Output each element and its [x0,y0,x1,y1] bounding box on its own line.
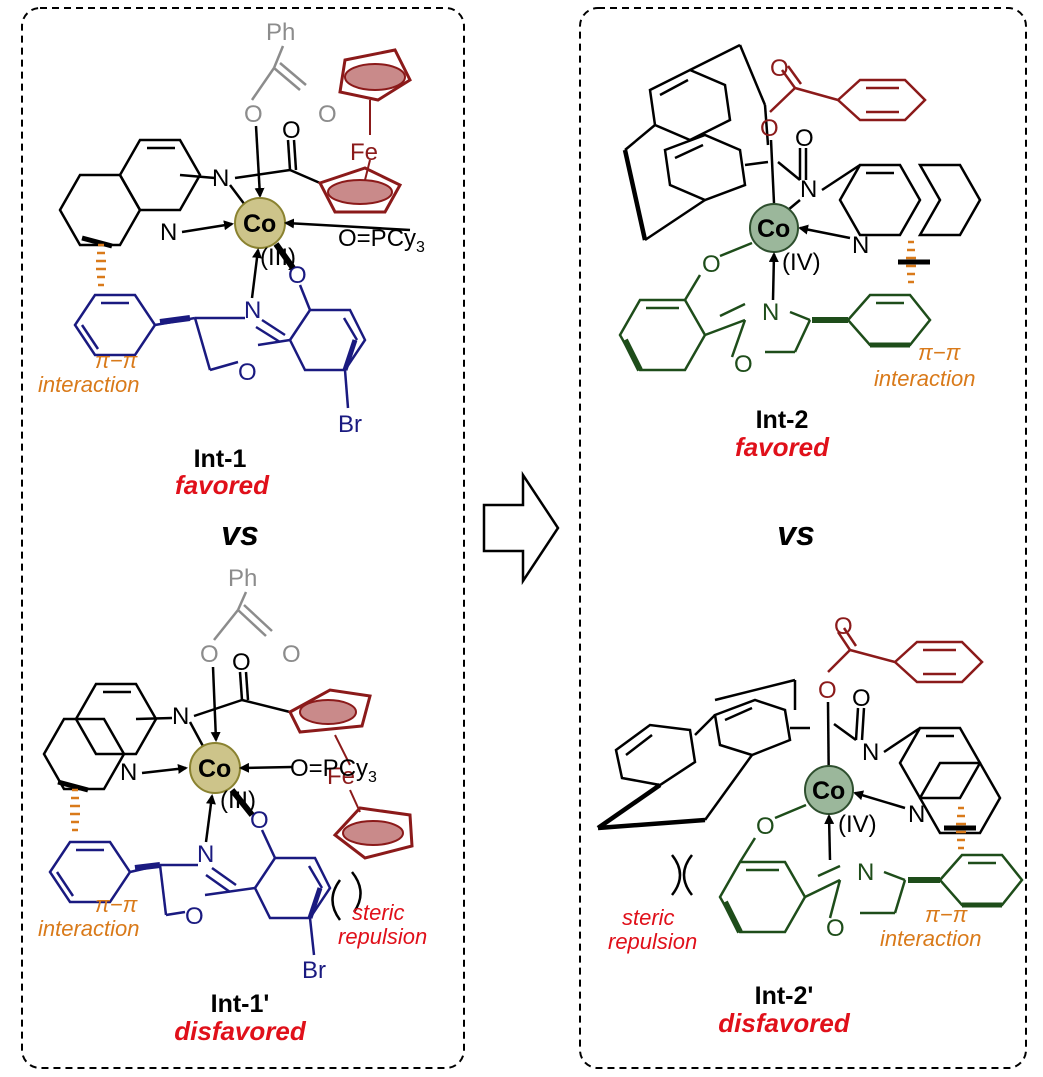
opcy3-ligand: O=PCy3 [338,225,425,256]
benzoate-o: O [818,677,837,704]
benzoate-ph: Ph [266,19,295,46]
phenoxide-o: O [250,807,269,834]
phenoxide-o: O [702,251,721,278]
int-1-prime-name: Int-1' [211,990,270,1018]
int-1-structure: Ph O O N N O Fe [38,19,425,438]
quinoline-n: N [852,232,869,259]
cobalt-center: Co [757,215,790,243]
quinoline-n: N [120,759,137,786]
amide-o: O [282,117,301,144]
int-2-structure: O O O N N Co (IV) [618,43,982,391]
oxazoline-o: O [734,351,753,378]
oxazoline-o: O [826,915,845,942]
cobalt-center: Co [812,777,845,805]
cobalt-center: Co [243,210,276,238]
hollow-right-arrow-icon [482,470,560,586]
steric-label: steric [622,905,675,930]
right-vs-label: vs [777,515,815,553]
int-2-name: Int-2 [756,406,809,434]
int-1-prime-structure: Ph O O N N O Fe Co [38,565,427,984]
int-2-prime-structure: O O O N N Co (IV) [596,613,1024,954]
bromo-substituent: Br [338,411,362,438]
repulsion-label: repulsion [338,924,427,949]
int-1-prime-status: disfavored [174,1016,307,1046]
int-1-name: Int-1 [194,445,247,473]
right-panel-frame [579,7,1027,1069]
quinoline-n: N [160,219,177,246]
phenoxide-o: O [756,813,775,840]
opcy3-ligand: O=PCy3 [290,755,377,786]
interaction-label: interaction [874,366,976,391]
int-2-prime-name: Int-2' [755,982,814,1010]
oxazoline-o: O [238,359,257,386]
benzoate-o: O [318,101,337,128]
cobalt-center: Co [198,755,231,783]
pi-pi-label: π−π [95,348,139,373]
benzoate-ph: Ph [228,565,257,592]
amide-n: N [862,739,879,766]
amide-o: O [795,125,814,152]
steric-label: steric [352,900,405,925]
pi-pi-label: π−π [918,340,962,365]
iron-fe: Fe [327,763,355,790]
oxazoline-o: O [185,903,204,930]
pi-pi-label: π−π [925,902,969,927]
amide-o: O [232,649,251,676]
benzoate-o: O [244,101,263,128]
quinoline-n: N [908,801,925,828]
int-1-status: favored [175,470,270,500]
amide-n: N [212,165,229,192]
amide-o: O [852,685,871,712]
oxazoline-n: N [244,297,261,324]
interaction-label: interaction [880,926,982,951]
interaction-label: interaction [38,372,140,397]
benzoate-o: O [834,613,853,640]
phenoxide-o: O [288,262,307,289]
int-2-status: favored [735,432,830,462]
bromo-substituent: Br [302,957,326,984]
repulsion-label: repulsion [608,929,697,954]
oxidation-state: (IV) [782,249,821,276]
benzoate-o: O [770,55,789,82]
benzoate-o: O [200,641,219,668]
oxazoline-n: N [857,859,874,886]
interaction-label: interaction [38,916,140,941]
amide-n: N [172,703,189,730]
iron-fe: Fe [350,139,378,166]
oxazoline-n: N [197,841,214,868]
amide-n: N [800,176,817,203]
oxazoline-n: N [762,299,779,326]
pi-pi-label: π−π [95,892,139,917]
oxidation-state: (IV) [838,811,877,838]
int-2-prime-status: disfavored [718,1008,851,1038]
benzoate-o: O [282,641,301,668]
benzoate-o: O [760,115,779,142]
left-vs-label: vs [221,515,259,553]
